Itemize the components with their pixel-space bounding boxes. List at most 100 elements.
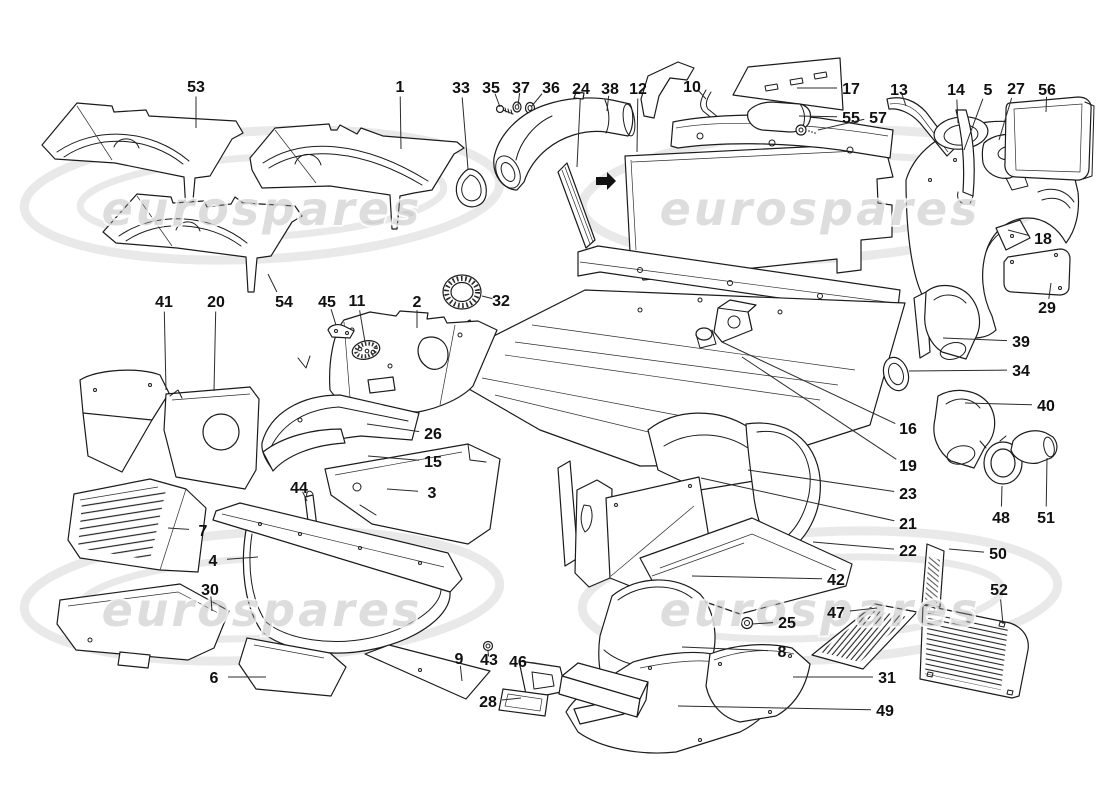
callout-26[interactable]: 26	[424, 426, 442, 443]
callout-30[interactable]: 30	[201, 582, 219, 599]
hatched-band-15	[262, 428, 346, 472]
callout-15[interactable]: 15	[424, 454, 442, 471]
leader-38	[606, 95, 610, 112]
insulation-panel-2	[329, 310, 498, 413]
callout-18[interactable]: 18	[1034, 231, 1052, 248]
callout-33[interactable]: 33	[452, 80, 470, 97]
fin-50	[921, 543, 945, 608]
callout-43[interactable]: 43	[480, 652, 498, 669]
leader-7	[167, 527, 190, 530]
callout-49[interactable]: 49	[876, 703, 894, 720]
callout-46[interactable]: 46	[509, 654, 527, 671]
leader-34	[908, 369, 1008, 372]
leader-26	[366, 423, 420, 433]
callout-29[interactable]: 29	[1038, 300, 1056, 317]
leader-54	[267, 273, 278, 293]
callout-13[interactable]: 13	[890, 82, 908, 99]
callout-38[interactable]: 38	[601, 81, 619, 98]
air-duct-38	[493, 91, 636, 191]
callout-41[interactable]: 41	[155, 294, 173, 311]
ducts-group	[882, 285, 1058, 485]
leader-15	[367, 455, 420, 461]
leader-24	[576, 98, 581, 168]
callout-19[interactable]: 19	[899, 458, 917, 475]
callout-17[interactable]: 17	[842, 81, 860, 98]
leader-10	[697, 90, 707, 100]
callout-50[interactable]: 50	[989, 546, 1007, 563]
callout-47[interactable]: 47	[827, 605, 845, 622]
leader-49	[677, 705, 872, 711]
callout-9[interactable]: 9	[455, 651, 464, 668]
watermark-text-4: eurospares	[660, 583, 981, 637]
callout-11[interactable]: 11	[349, 293, 366, 310]
callout-57[interactable]: 57	[869, 110, 887, 127]
leader-41	[163, 311, 167, 391]
callout-4[interactable]: 4	[209, 553, 218, 570]
duct-39	[924, 285, 981, 360]
callout-48[interactable]: 48	[992, 510, 1010, 527]
duct-40	[933, 389, 996, 469]
callout-28[interactable]: 28	[479, 694, 497, 711]
callout-1[interactable]: 1	[396, 79, 405, 96]
washer-37	[512, 101, 522, 113]
callout-12[interactable]: 12	[629, 81, 647, 98]
grommet-57	[795, 124, 816, 136]
louvered-panel-7	[67, 478, 207, 573]
callout-35[interactable]: 35	[482, 80, 500, 97]
callout-5[interactable]: 5	[984, 82, 993, 99]
callout-56[interactable]: 56	[1038, 82, 1056, 99]
callout-34[interactable]: 34	[1012, 363, 1030, 380]
callout-53[interactable]: 53	[187, 79, 205, 96]
callout-21[interactable]: 21	[899, 516, 917, 533]
callout-24[interactable]: 24	[572, 81, 590, 98]
callout-45[interactable]: 45	[318, 294, 336, 311]
callout-36[interactable]: 36	[542, 80, 560, 97]
sheet-30	[56, 583, 230, 669]
vent-panel-52	[919, 604, 1029, 699]
leader-30	[210, 596, 213, 612]
callout-14[interactable]: 14	[947, 82, 965, 99]
rib-mat-47	[811, 603, 918, 670]
callout-2[interactable]: 2	[413, 294, 422, 311]
callout-8[interactable]: 8	[778, 644, 787, 661]
callout-16[interactable]: 16	[899, 421, 917, 438]
leader-55	[798, 115, 838, 118]
callout-51[interactable]: 51	[1037, 510, 1055, 527]
sheet-9	[364, 644, 491, 700]
leader-51	[1045, 457, 1048, 507]
callout-20[interactable]: 20	[207, 294, 225, 311]
callout-42[interactable]: 42	[827, 572, 845, 589]
floor-piece-3	[324, 443, 501, 545]
callout-54[interactable]: 54	[275, 294, 293, 311]
callout-40[interactable]: 40	[1037, 398, 1055, 415]
frame-10	[640, 61, 730, 130]
callout-3[interactable]: 3	[428, 485, 437, 502]
callout-7[interactable]: 7	[199, 523, 208, 540]
callout-44[interactable]: 44	[290, 480, 308, 497]
tub-4	[212, 502, 463, 654]
callout-55[interactable]: 55	[842, 110, 860, 127]
callout-10[interactable]: 10	[683, 79, 701, 96]
nut-43	[482, 640, 494, 652]
callout-6[interactable]: 6	[210, 670, 219, 687]
callout-31[interactable]: 31	[878, 670, 896, 687]
callout-27[interactable]: 27	[1007, 81, 1025, 98]
callout-39[interactable]: 39	[1012, 334, 1030, 351]
callout-23[interactable]: 23	[899, 486, 917, 503]
callout-32[interactable]: 32	[492, 293, 510, 310]
leader-19	[741, 356, 897, 460]
callout-22[interactable]: 22	[899, 543, 917, 560]
arrow-glyph	[596, 172, 616, 190]
watermark-text-3: eurospares	[102, 583, 423, 637]
wheelhouse-group	[557, 412, 821, 599]
callout-25[interactable]: 25	[778, 615, 796, 632]
callout-52[interactable]: 52	[990, 582, 1008, 599]
grommet-plate-11	[351, 340, 381, 360]
leader-33	[461, 97, 469, 170]
mesh-box	[558, 662, 649, 718]
direction-arrow	[596, 172, 616, 190]
panel-6	[238, 637, 347, 697]
callout-37[interactable]: 37	[512, 80, 530, 97]
